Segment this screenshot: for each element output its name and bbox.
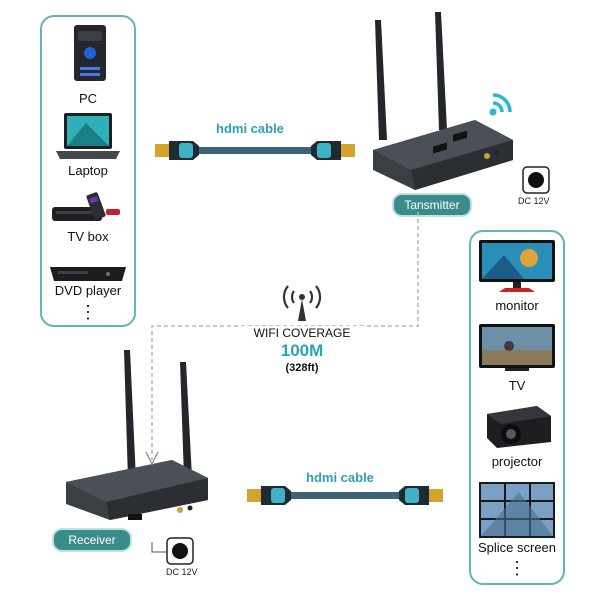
top-hdmi-cable-icon [155,141,355,160]
top-hdmi-cable-label: hdmi cable [216,121,284,136]
splice-screen-icon [479,482,555,538]
display-label-projector: projector [491,454,543,469]
wifi-coverage-distance-ft: (328ft) [285,362,319,374]
wifi-signal-icon [489,93,512,116]
laptop-icon [56,113,120,159]
displays-more-indicator: ⋮ [508,558,526,578]
antenna-broadcast-icon [282,285,322,321]
bottom-hdmi-cable-label: hdmi cable [306,470,374,485]
dvd-player-icon [50,267,126,281]
receiver-label: Receiver [52,528,132,552]
sources-more-indicator: ⋮ [79,302,97,322]
display-devices-panel: monitor TV projector Splice screen ⋮ [469,230,565,585]
source-label-pc: PC [78,91,98,106]
transmitter-label: Tansmitter [392,193,472,217]
source-label-dvd-player: DVD player [54,283,122,298]
display-label-monitor: monitor [495,298,539,313]
receiver-dc-jack-icon [166,537,194,565]
display-label-tv: TV [508,378,526,393]
projector-icon [487,406,551,448]
wifi-coverage-title: WIFI COVERAGE [240,326,364,340]
source-devices-panel: PC Laptop TV box DVD player ⋮ [40,15,136,327]
receiver-device [66,350,208,520]
transmitter-dc-jack-icon [522,166,550,194]
monitor-icon [479,240,555,292]
pc-tower-icon [74,25,106,81]
bottom-hdmi-cable-icon [247,486,443,505]
transmitter-device [373,12,513,190]
tv-box-icon [52,192,120,221]
tv-icon [479,324,555,371]
receiver-dc-label: DC 12V [166,567,198,577]
transmitter-dc-label: DC 12V [518,196,550,206]
source-label-laptop: Laptop [68,163,108,178]
wifi-coverage-distance: 100M [280,341,324,360]
display-label-splice-screen: Splice screen [477,540,557,555]
source-label-tv-box: TV box [67,229,109,244]
